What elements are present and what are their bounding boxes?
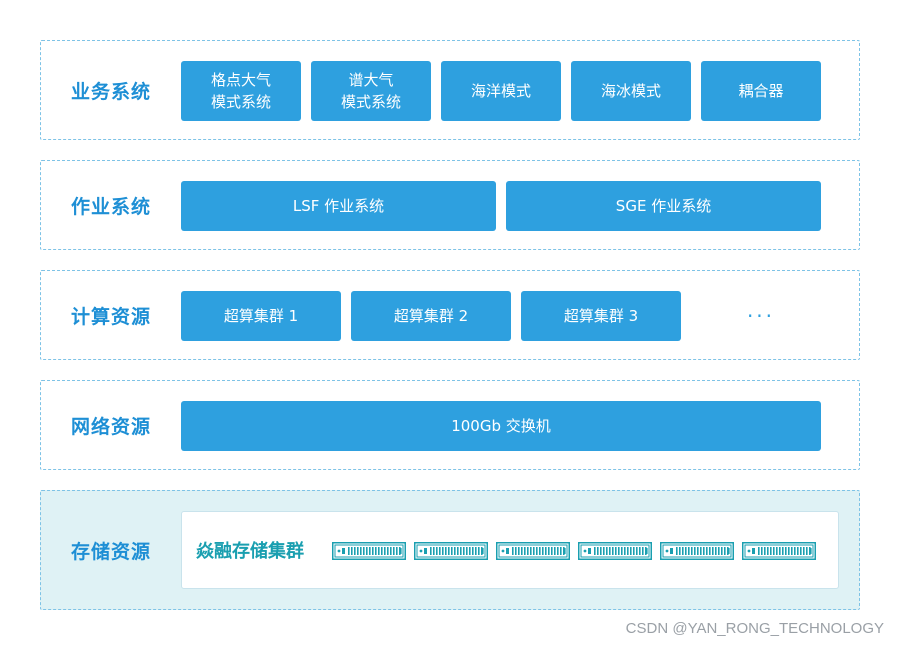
server-rack-icon [414, 542, 488, 560]
hpc-cluster-3-box: 超算集群 3 [521, 291, 681, 341]
lsf-job-system-box: LSF 作业系统 [181, 181, 496, 231]
hpc-cluster-1-box: 超算集群 1 [181, 291, 341, 341]
layer-compute-resources: 计算资源 超算集群 1 超算集群 2 超算集群 3 ··· [40, 270, 860, 360]
spectral-atmosphere-model-box: 谱大气 模式系统 [311, 61, 431, 121]
layer-business-system: 业务系统 格点大气 模式系统 谱大气 模式系统 海洋模式 海冰模式 耦合器 [40, 40, 860, 140]
layer-job-system: 作业系统 LSF 作业系统 SGE 作业系统 [40, 160, 860, 250]
layer-label: 计算资源 [70, 305, 151, 328]
layer-label: 作业系统 [70, 195, 151, 218]
watermark: CSDN @YAN_RONG_TECHNOLOGY [625, 620, 884, 637]
hpc-cluster-2-box: 超算集群 2 [351, 291, 511, 341]
server-rack-icon [578, 542, 652, 560]
layer-label: 网络资源 [70, 415, 151, 438]
server-rack-icon [660, 542, 734, 560]
sea-ice-model-box: 海冰模式 [571, 61, 691, 121]
layer-label: 业务系统 [70, 80, 151, 103]
switch-100gb-box: 100Gb 交换机 [181, 401, 821, 451]
coupler-box: 耦合器 [701, 61, 821, 121]
layer-storage-resources: 存储资源 焱融存储集群 [40, 490, 860, 610]
server-rack-icon [332, 542, 406, 560]
grid-atmosphere-model-box: 格点大气 模式系统 [181, 61, 301, 121]
server-rack-icon [496, 542, 570, 560]
more-ellipsis: ··· [746, 304, 776, 328]
sge-job-system-box: SGE 作业系统 [506, 181, 821, 231]
storage-cluster-title: 焱融存储集群 [196, 541, 304, 562]
storage-cluster-panel: 焱融存储集群 [181, 511, 839, 589]
ocean-model-box: 海洋模式 [441, 61, 561, 121]
layer-network-resources: 网络资源 100Gb 交换机 [40, 380, 860, 470]
layer-label: 存储资源 [70, 540, 151, 563]
server-rack-icon [742, 542, 816, 560]
